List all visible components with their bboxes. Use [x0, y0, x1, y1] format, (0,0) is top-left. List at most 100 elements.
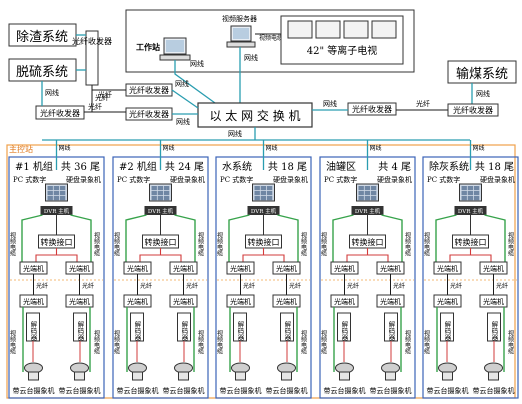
fiber-transceiver-left-label: 光纤收发器: [40, 108, 80, 118]
net-label-coal: 网线: [476, 89, 490, 98]
video-server-label: 视频服务器: [222, 14, 257, 23]
hdd-recorder-label: 硬盘录象机: [480, 175, 515, 184]
dvr-monitor-tile: [473, 186, 480, 191]
fiber-label-zone-left: 光纤: [243, 282, 255, 290]
ethernet-switch-label: 以 太 网 交 换 机: [209, 108, 300, 123]
optical-terminal-lower-left: [330, 294, 359, 308]
video-cable-label-right: 视频电缆: [197, 231, 204, 257]
net-label-desulf: 网线: [45, 88, 59, 97]
decoder-label: 解码器: [387, 320, 395, 342]
ptz-camera-label: 带云台摄象机: [220, 386, 262, 395]
camera-video-label-left: 视频电缆: [320, 329, 327, 355]
desulfurization-system-label: 脱硫系统: [16, 65, 68, 80]
video-line-right: [484, 214, 506, 262]
optical-terminal-label: 光端机: [173, 297, 194, 306]
zone-net-label: 网线: [59, 144, 71, 152]
decoder-label: 解码器: [236, 320, 244, 342]
decoder-label: 解码器: [443, 320, 451, 342]
net-label-upper: 网线: [175, 79, 189, 88]
dvr-monitor-tile: [163, 191, 170, 196]
dvr-monitor-tile: [53, 186, 60, 191]
fiber-label-zone-right: 光纤: [393, 282, 405, 290]
fiber-label-right: 光纤: [416, 99, 430, 108]
decoder-label: 解码器: [76, 320, 84, 342]
red-link-left: [242, 248, 265, 262]
video-cable-label-left: 视频电缆: [113, 231, 120, 257]
optical-terminal-lower-left: [226, 294, 255, 308]
ptz-camera-label: 带云台摄象机: [13, 386, 55, 395]
dvr-unit: [454, 206, 487, 215]
dust-removal-system-label: 除渣系统: [16, 30, 68, 45]
optical-terminal-label: 光端机: [276, 264, 297, 273]
dvr-unit-label: DVR 主机: [44, 207, 70, 215]
camera-video-label-right: 视频电缆: [507, 329, 514, 355]
video-line-left: [435, 214, 457, 262]
dvr-monitor-tile: [467, 191, 474, 196]
optical-terminal-label: 光端机: [23, 297, 44, 306]
decoder-label: 解码器: [490, 320, 498, 342]
dvr-monitor-tile: [59, 196, 66, 201]
optical-terminal-label: 光端机: [127, 297, 148, 306]
dvr-unit: [40, 206, 73, 215]
video-line-right: [381, 214, 403, 262]
camera-video-label-right: 视频电缆: [93, 329, 100, 355]
ptz-camera-label: 带云台摄象机: [324, 386, 366, 395]
zone-net-label: 网线: [473, 144, 485, 152]
ptz-camera-base: [178, 371, 189, 381]
zone-net-label: 网线: [370, 144, 382, 152]
optical-terminal-label: 光端机: [23, 264, 44, 273]
tv-wall-label: 42" 等离子电视: [307, 44, 378, 57]
red-link-left: [449, 248, 472, 262]
dvr-monitor-tile: [358, 186, 364, 191]
fiber-transceiver-vertical-label: 光纤收发器: [72, 36, 112, 46]
dvr-monitor-tile: [358, 196, 364, 201]
dvr-monitor-tile: [151, 191, 157, 196]
zone-count: 共 18 尾: [475, 161, 514, 173]
hdd-recorder-label: 硬盘录象机: [170, 175, 205, 184]
dvr-monitor-tile: [53, 191, 60, 196]
dvr-monitor-tile: [53, 196, 60, 201]
net-label-server: 网线: [244, 53, 258, 62]
optical-terminal-label: 光端机: [483, 264, 504, 273]
dvr-monitor-tile: [266, 186, 273, 191]
dvr-monitor-tile: [157, 186, 164, 191]
dvr-unit-label: DVR 主机: [458, 207, 484, 215]
converter-label: 转换接口: [41, 237, 73, 247]
fiber-label-left: 光纤: [88, 102, 102, 111]
hdd-recorder-label: 硬盘录象机: [66, 175, 101, 184]
zone-title: 除灰系统: [429, 160, 469, 173]
dvr-monitor-tile: [151, 186, 157, 191]
dvr-monitor-tile: [461, 191, 467, 196]
video-cable-label-right: 视频电缆: [507, 231, 514, 257]
hdd-recorder-label: 硬盘录象机: [273, 175, 308, 184]
fiber-transceiver-lower-label: 光纤收发器: [129, 109, 169, 119]
dvr-monitor-tile: [364, 191, 371, 196]
converter-label: 转换接口: [352, 237, 384, 247]
fiber-label-zone-left: 光纤: [36, 282, 48, 290]
optical-terminal-lower-left: [433, 294, 462, 308]
video-line-left: [21, 214, 43, 262]
video-cable-label-right: 视频电缆: [404, 231, 411, 257]
decoder-label: 解码器: [180, 320, 188, 342]
dvr-monitor-tile: [266, 196, 273, 201]
dvr-monitor-tile: [254, 196, 260, 201]
optical-terminal-lower-left: [123, 294, 152, 308]
fiber-label-zone-left: 光纤: [450, 282, 462, 290]
pc-dvr-label: PC 式数字: [13, 175, 46, 184]
fiber-transceiver-upper-label: 光纤收发器: [129, 85, 169, 95]
coal-conveying-system-label: 输煤系统: [456, 66, 508, 82]
ptz-camera-base: [74, 371, 85, 381]
dvr-monitor-tile: [358, 191, 364, 196]
zone-count: 共 24 尾: [165, 161, 204, 173]
red-link-left: [346, 248, 369, 262]
video-cable-label-left: 视频电缆: [9, 231, 16, 257]
camera-video-label-right: 视频电缆: [197, 329, 204, 355]
red-link-right: [160, 254, 182, 262]
fiber-label-left-top: 光纤: [95, 93, 109, 102]
dvr-monitor-tile: [59, 186, 66, 191]
dvr-unit-label: DVR 主机: [148, 207, 174, 215]
video-cable-label-left: 视频电缆: [423, 231, 430, 257]
video-cable-label-right: 视频电缆: [300, 231, 307, 257]
pc-dvr-label: PC 式数字: [324, 175, 357, 184]
dvr-monitor-tile: [47, 191, 53, 196]
